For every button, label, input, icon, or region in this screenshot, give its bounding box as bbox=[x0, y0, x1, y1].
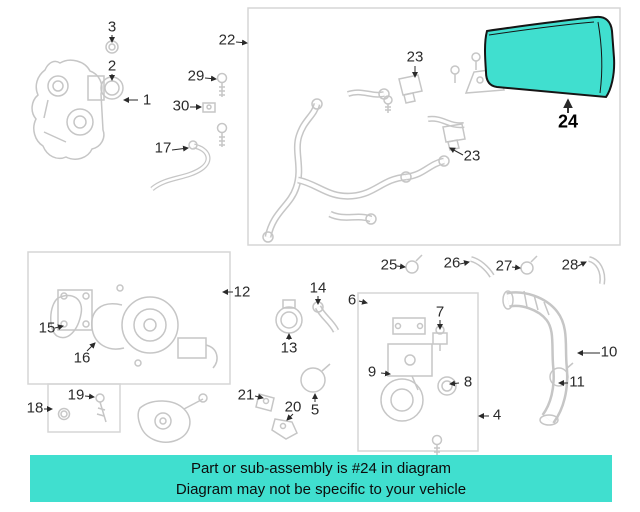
banner-line-2: Diagram may not be specific to your vehi… bbox=[175, 480, 467, 498]
bracket-part20 bbox=[271, 418, 298, 440]
turbocharger-assembly-box12 bbox=[57, 284, 218, 369]
callout-26: 26 bbox=[443, 254, 461, 272]
callout-18: 18 bbox=[26, 399, 44, 417]
leader-arrows bbox=[44, 35, 600, 421]
callout-11: 11 bbox=[569, 373, 585, 391]
callout-25: 25 bbox=[380, 256, 398, 274]
gasket-part2 bbox=[100, 76, 124, 100]
callout-16: 16 bbox=[73, 349, 91, 367]
callout-9: 9 bbox=[367, 363, 377, 381]
callout-28: 28 bbox=[561, 256, 579, 274]
callout-23b: 23 bbox=[463, 147, 481, 165]
coolant-hose-group bbox=[262, 88, 465, 243]
callout-2: 2 bbox=[107, 57, 117, 75]
bracket-part21 bbox=[255, 393, 275, 412]
charge-air-hose-part10 bbox=[502, 290, 569, 426]
hose-part28 bbox=[588, 256, 606, 285]
callout-24-highlighted: 24 bbox=[557, 111, 579, 132]
highlighted-part-24 bbox=[484, 15, 616, 99]
highlight-banner: Part or sub-assembly is #24 in diagram D… bbox=[30, 455, 612, 502]
stud-kit-box18 bbox=[57, 393, 107, 423]
assembly-group-boxes bbox=[27, 7, 621, 452]
egr-pump-assembly bbox=[31, 59, 105, 160]
hose-part26 bbox=[470, 256, 495, 278]
clamp-part27 bbox=[520, 255, 538, 275]
gasket-part8 bbox=[437, 376, 457, 396]
callout-23a: 23 bbox=[406, 48, 424, 66]
callout-20: 20 bbox=[284, 398, 302, 416]
sensor-part7 bbox=[432, 325, 448, 351]
oil-hose-part17 bbox=[150, 140, 211, 192]
bolt-part29 bbox=[216, 72, 228, 147]
actuator-assembly-box6 bbox=[380, 317, 443, 456]
callout-19: 19 bbox=[67, 386, 85, 404]
vband-clamp-part5 bbox=[300, 363, 331, 393]
callout-10: 10 bbox=[600, 343, 618, 361]
callout-21: 21 bbox=[237, 386, 255, 404]
callout-12: 12 bbox=[233, 283, 251, 301]
callout-1: 1 bbox=[142, 91, 152, 109]
callout-15: 15 bbox=[38, 319, 56, 337]
heat-shield-part15 bbox=[50, 294, 83, 339]
stud-part30 bbox=[202, 102, 216, 113]
callout-5: 5 bbox=[310, 401, 320, 419]
callout-3: 3 bbox=[107, 18, 117, 36]
callout-4: 4 bbox=[492, 406, 502, 424]
callout-22: 22 bbox=[218, 31, 236, 49]
callout-6: 6 bbox=[347, 291, 357, 309]
callout-14: 14 bbox=[309, 279, 327, 297]
callout-7: 7 bbox=[435, 303, 445, 321]
sensor-part23b bbox=[442, 52, 481, 151]
banner-line-1: Part or sub-assembly is #24 in diagram bbox=[190, 459, 452, 477]
elbow-hose-part14 bbox=[312, 301, 340, 333]
callout-27: 27 bbox=[495, 257, 513, 275]
seal-ring-part3 bbox=[105, 40, 119, 54]
mount-casting bbox=[137, 393, 208, 443]
clamp-part25 bbox=[405, 254, 423, 274]
callout-29: 29 bbox=[187, 67, 205, 85]
sensor-part23a bbox=[383, 74, 423, 113]
adapter-ring-part13 bbox=[275, 299, 303, 334]
clamp-part11 bbox=[549, 362, 574, 387]
callout-17: 17 bbox=[154, 139, 172, 157]
callout-30: 30 bbox=[172, 97, 190, 115]
callout-13: 13 bbox=[280, 339, 298, 357]
callout-8: 8 bbox=[463, 373, 473, 391]
